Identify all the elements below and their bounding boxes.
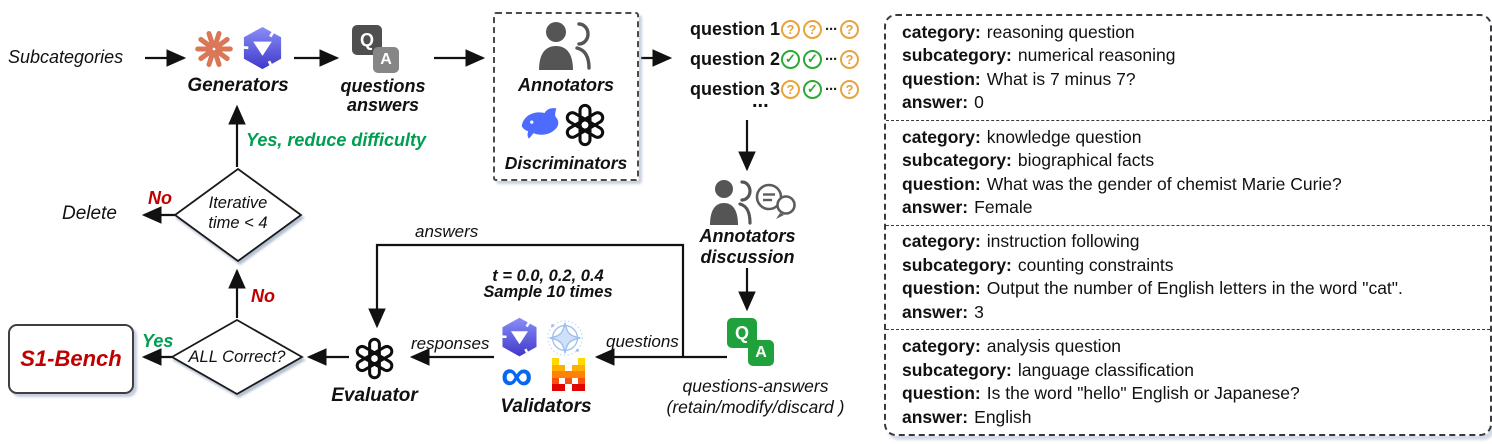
yes-reduce-difficulty-label: Yes, reduce difficulty [246, 130, 427, 150]
s1-bench-box: S1-Bench [8, 324, 134, 394]
question-row-3: question 3 ? ✓ ··· ? [690, 76, 859, 102]
question-mark-icon: ? [840, 49, 859, 69]
question-row-2: question 2 ✓ ✓ ··· ? [690, 46, 859, 72]
decision-iterative-time [173, 167, 303, 263]
annotators-discussion-label: Annotators discussion [699, 226, 796, 267]
no-edge-label-2: No [148, 188, 172, 208]
check-icon: ✓ [781, 49, 800, 69]
deepseek-whale-icon [519, 104, 561, 149]
validators-label: Validators [500, 396, 592, 417]
flow-arrows [141, 49, 756, 366]
qa-icon-gray: Q A [352, 25, 402, 77]
discriminators-label: Discriminators [504, 153, 628, 173]
questions-answers-bottom-label: questions-answers (retain/modify/discard… [666, 376, 845, 417]
evaluator-label: Evaluator [331, 385, 418, 406]
example-section-4: category:analysis question subcategory:l… [886, 329, 1490, 434]
qwen-validator-icon [497, 316, 541, 364]
question-row-1: question 1 ? ? ··· ? [690, 16, 859, 42]
annotators-people-icon [534, 20, 598, 75]
examples-panel: category:reasoning question subcategory:… [884, 14, 1492, 436]
questions-edge-label: questions [606, 332, 679, 351]
question-mark-icon: ? [840, 79, 859, 99]
openai-evaluator-icon [352, 336, 397, 386]
answers-edge-label: answers [415, 222, 479, 241]
annotator-person-icon [708, 179, 752, 232]
more-questions-ellipsis: ... [752, 90, 769, 112]
ellipsis-icon: ··· [825, 50, 838, 68]
iterative-time-label: Iterative time < 4 [208, 194, 268, 232]
question-mark-icon: ? [781, 79, 800, 99]
spark-star-icon [544, 317, 586, 364]
responses-edge-label: responses [411, 334, 490, 353]
openai-icon [562, 102, 608, 153]
qwen-icon [238, 25, 286, 77]
no-edge-label: No [251, 286, 275, 306]
question-mark-icon: ? [840, 19, 859, 39]
a-letter: A [748, 340, 774, 366]
delete-label: Delete [62, 203, 117, 224]
s1-bench-label: S1-Bench [20, 346, 122, 371]
question-mark-icon: ? [781, 19, 800, 39]
example-section-2: category:knowledge question subcategory:… [886, 119, 1490, 225]
ellipsis-icon: ··· [825, 80, 838, 98]
claude-starburst-icon [191, 26, 237, 77]
yes-edge-label: Yes [142, 331, 174, 351]
discussion-bubbles-icon [752, 182, 798, 227]
meta-infinity-icon: ∞ [501, 351, 533, 400]
a-letter: A [373, 47, 399, 73]
generators-label: Generators [187, 75, 289, 96]
sampling-settings-label: t = 0.0, 0.2, 0.4 Sample 10 times [483, 267, 613, 301]
subcategories-label: Subcategories [8, 47, 124, 67]
check-icon: ✓ [803, 49, 822, 69]
ellipsis-icon: ··· [825, 20, 838, 38]
annotators-label: Annotators [518, 75, 614, 95]
all-correct-label: ALL Correct? [188, 348, 286, 366]
example-section-1: category:reasoning question subcategory:… [902, 21, 1176, 113]
decision-all-correct [170, 318, 304, 396]
mistral-icon [552, 358, 585, 391]
qa-icon-green: Q A [727, 318, 777, 370]
questions-answers-top-label: questions answers [340, 76, 426, 115]
example-section-3: category:instruction following subcatego… [886, 224, 1490, 330]
check-icon: ✓ [803, 79, 822, 99]
question-mark-icon: ? [803, 19, 822, 39]
discriminators-box: Annotators Discriminators [493, 12, 639, 181]
